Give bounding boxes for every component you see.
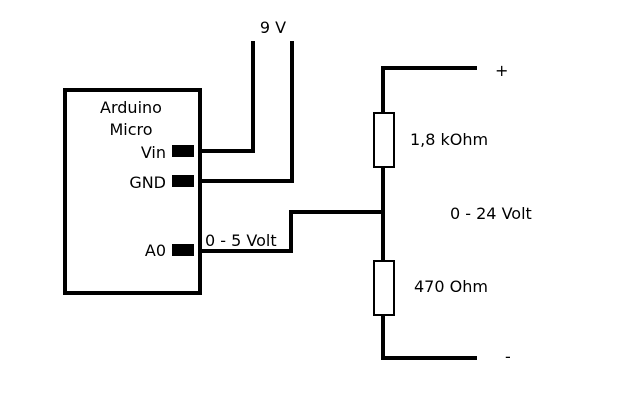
signal-label: 0 - 5 Volt bbox=[205, 231, 277, 250]
supply-label: 9 V bbox=[260, 18, 286, 37]
plus-terminal-label: + bbox=[495, 61, 508, 80]
resistor-bottom bbox=[373, 260, 395, 316]
pin-pad-gnd bbox=[172, 175, 194, 187]
pin-label-gnd: GND bbox=[129, 173, 166, 192]
arduino-title-line2: Micro bbox=[109, 120, 152, 139]
wire-a0 bbox=[198, 210, 385, 253]
arduino-title-line1: Arduino bbox=[100, 98, 162, 117]
resistor-top-label: 1,8 kOhm bbox=[410, 130, 488, 149]
wire-vin bbox=[198, 41, 255, 153]
pin-pad-vin bbox=[172, 145, 194, 157]
resistor-top bbox=[373, 112, 395, 168]
input-voltage-label: 0 - 24 Volt bbox=[450, 204, 532, 223]
pin-label-vin: Vin bbox=[141, 143, 166, 162]
wire-gnd bbox=[198, 41, 294, 183]
pin-label-a0: A0 bbox=[145, 241, 166, 260]
resistor-bottom-label: 470 Ohm bbox=[414, 277, 488, 296]
pin-pad-a0 bbox=[172, 244, 194, 256]
wire-divider bbox=[381, 66, 477, 360]
minus-terminal-label: - bbox=[505, 347, 511, 366]
arduino-board bbox=[63, 88, 202, 295]
